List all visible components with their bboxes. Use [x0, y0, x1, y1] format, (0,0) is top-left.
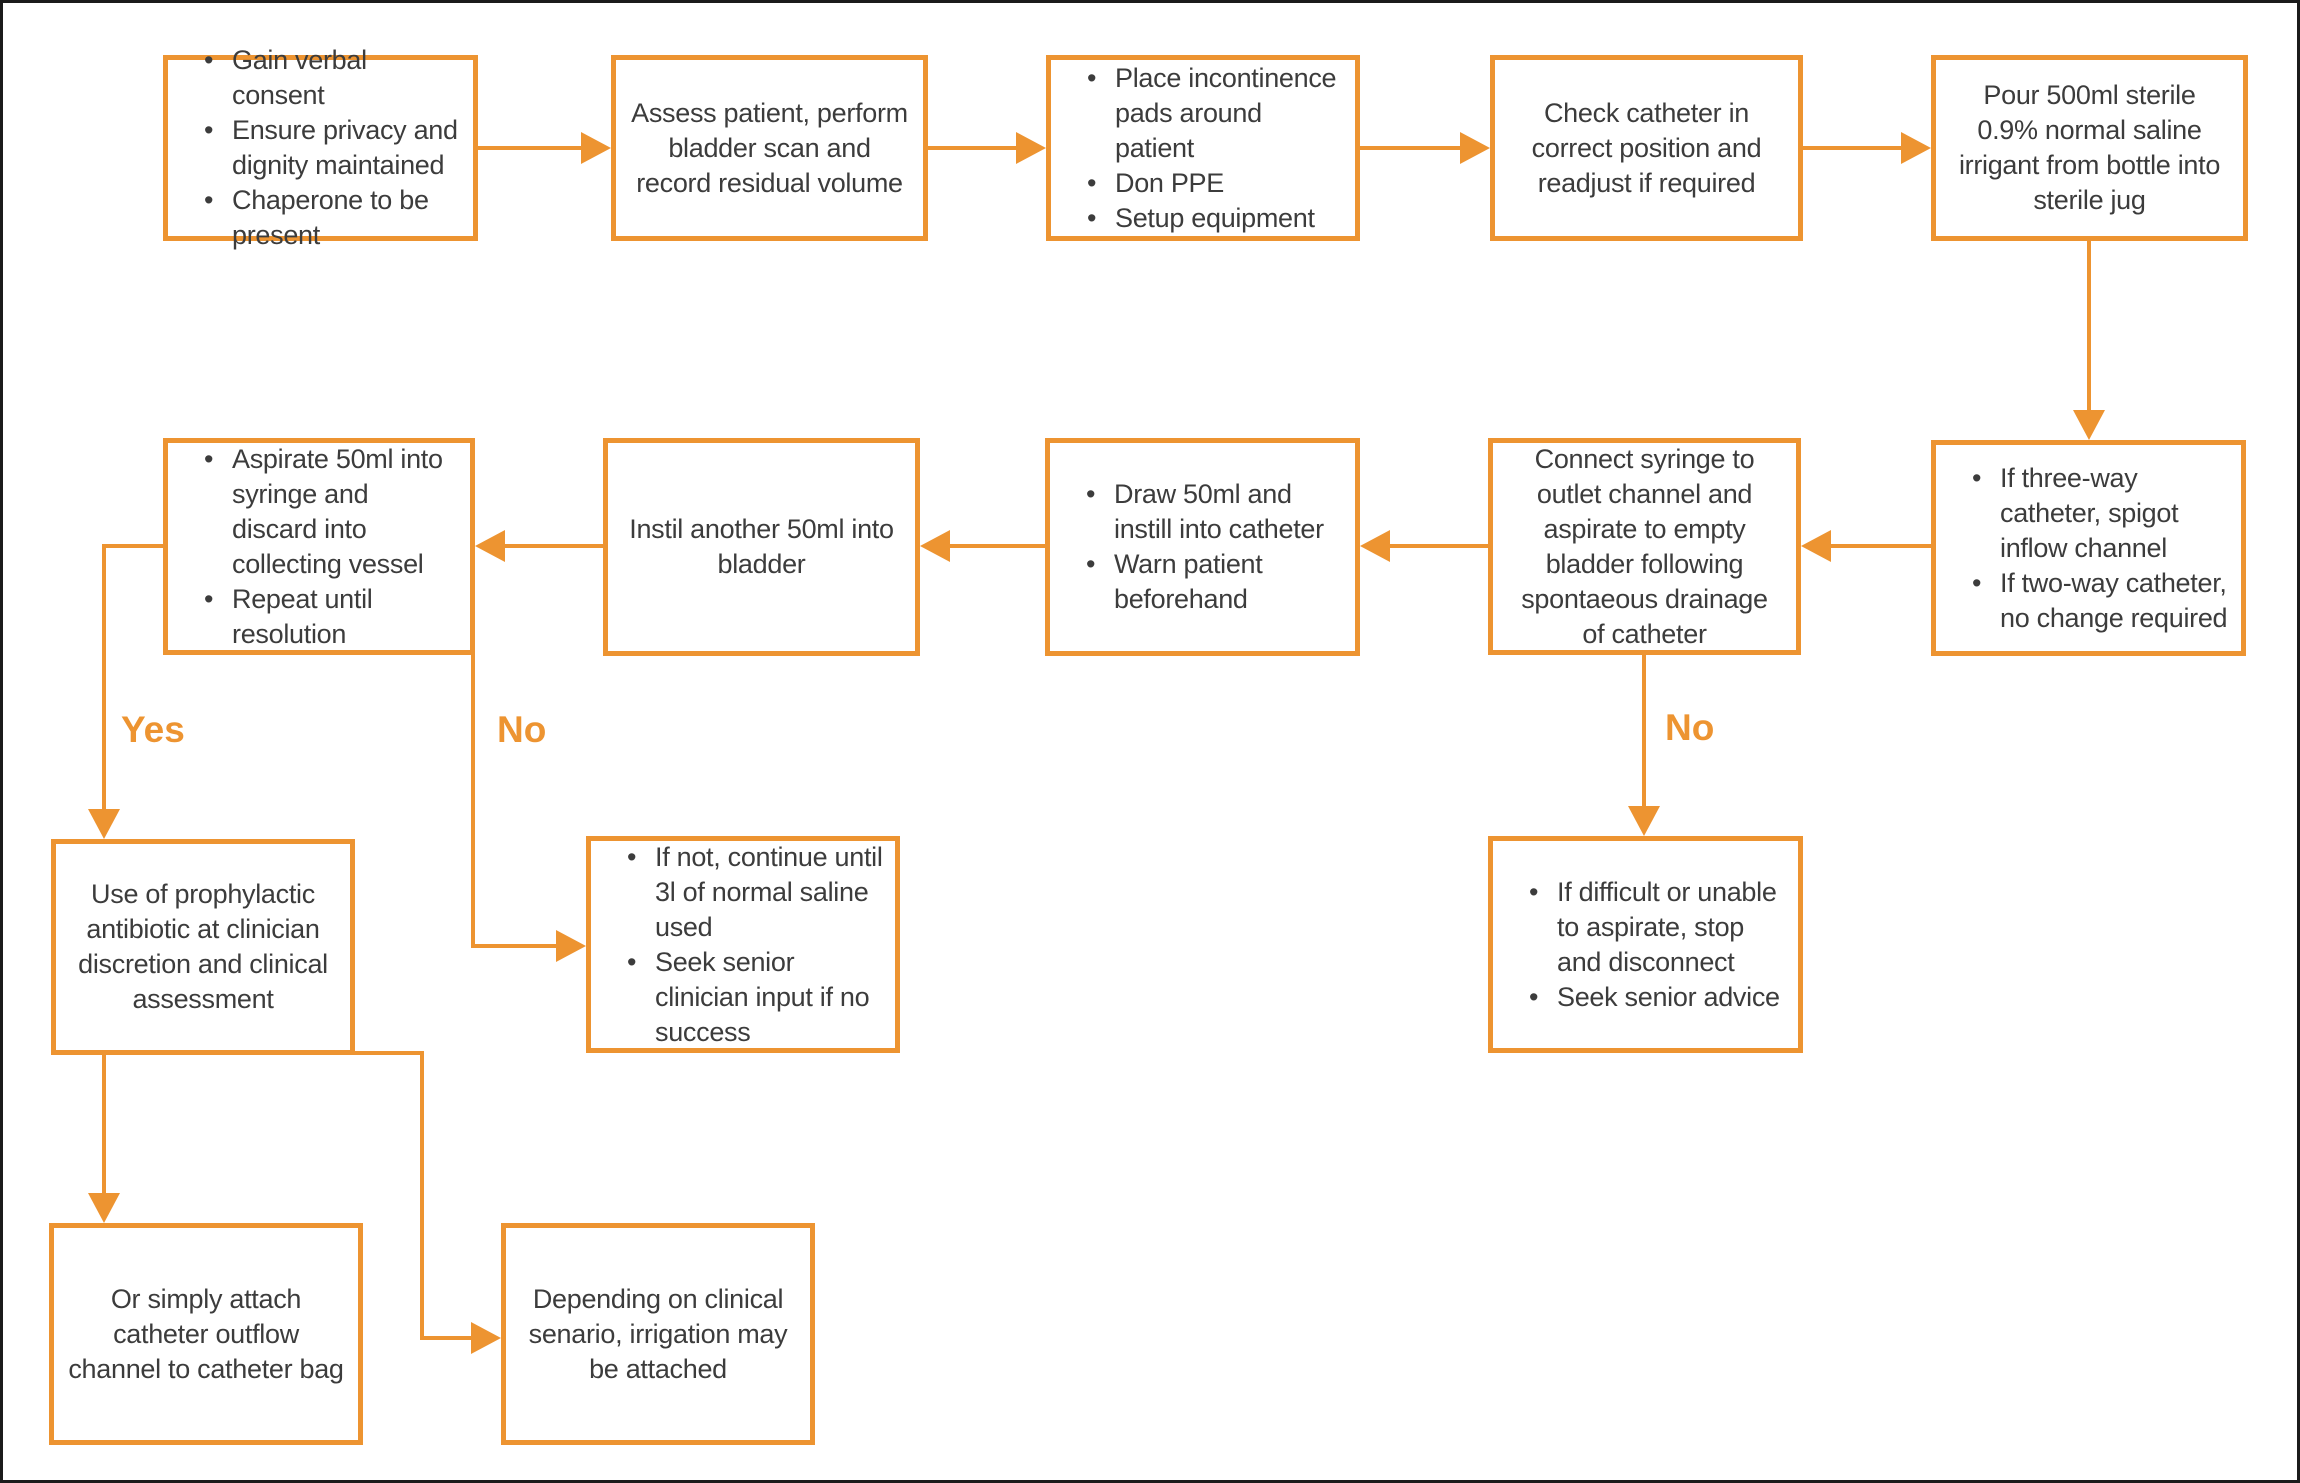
step-text: Check catheter in correct position and r… — [1531, 97, 1762, 198]
arrow-antibiotic-to-bag-head — [88, 1193, 120, 1223]
step-check-catheter-position: Check catheter in correct position and r… — [1490, 55, 1803, 241]
step-connect-syringe-aspirate: Connect syringe to outlet channel and as… — [1488, 438, 1801, 655]
step-continue-3l-seek-input: If not, continue until 3l of normal sali… — [586, 836, 900, 1053]
arrow-assess-to-pads-head — [1016, 132, 1046, 164]
bullet-item: Place incontinence pads around patient — [1077, 61, 1343, 166]
arrow-assess-to-pads-line — [928, 146, 1016, 150]
bullet-item: Chaperone to be present — [194, 183, 461, 253]
arrow-no-resolution-horizontal — [471, 944, 556, 948]
arrow-check-to-pour-line — [1803, 146, 1901, 150]
arrow-antibiotic-to-bag-line — [102, 1055, 106, 1193]
bullet-item: Seek senior advice — [1519, 980, 1786, 1015]
step-aspirate-discard-repeat: Aspirate 50ml into syringe and discard i… — [163, 438, 475, 655]
arrow-pour-to-channel-head — [2073, 410, 2105, 440]
step-text: Depending on clinical senario, irrigatio… — [528, 1283, 788, 1384]
bullet-list: If three-way catheter, spigot inflow cha… — [1936, 461, 2233, 636]
arrow-draw-to-instil-line — [950, 544, 1045, 548]
step-instil-another-50ml: Instil another 50ml into bladder — [603, 438, 920, 656]
bullet-item: Gain verbal consent — [194, 43, 461, 113]
arrow-no-resolution-vertical — [471, 651, 475, 948]
bullet-item: If two-way catheter, no change required — [1962, 566, 2229, 636]
bullet-item: Setup equipment — [1077, 201, 1343, 236]
bullet-item: If not, continue until 3l of normal sali… — [617, 840, 883, 945]
step-stop-disconnect-seek-advice: If difficult or unable to aspirate, stop… — [1488, 836, 1803, 1053]
step-text: Pour 500ml sterile 0.9% normal saline ir… — [1958, 80, 2221, 215]
step-pour-saline: Pour 500ml sterile 0.9% normal saline ir… — [1931, 55, 2248, 241]
arrow-yes-branch-head — [88, 809, 120, 839]
arrow-connect-to-draw-line — [1390, 544, 1488, 548]
bullet-list: Aspirate 50ml into syringe and discard i… — [168, 442, 462, 652]
bullet-item: Don PPE — [1077, 166, 1343, 201]
arrow-channel-to-connect-head — [1801, 530, 1831, 562]
bullet-item: Ensure privacy and dignity maintained — [194, 113, 461, 183]
arrow-connect-to-draw-head — [1360, 530, 1390, 562]
bullet-list: If not, continue until 3l of normal sali… — [591, 840, 887, 1050]
arrow-pads-to-check-head — [1460, 132, 1490, 164]
step-text: Or simply attach catheter outflow channe… — [68, 1283, 344, 1384]
decision-label-no-aspiration: No — [1665, 707, 1715, 748]
step-assess-bladder-scan: Assess patient, perform bladder scan and… — [611, 55, 928, 241]
step-irrigation-may-attach: Depending on clinical senario, irrigatio… — [501, 1223, 815, 1445]
bullet-list: If difficult or unable to aspirate, stop… — [1493, 875, 1790, 1015]
arrow-pour-to-channel-line — [2087, 241, 2091, 410]
step-text: Instil another 50ml into bladder — [629, 514, 894, 579]
bullet-list: Gain verbal consent Ensure privacy and d… — [168, 43, 465, 253]
step-attach-catheter-bag: Or simply attach catheter outflow channe… — [49, 1223, 363, 1445]
arrow-no-aspiration-vertical — [1642, 655, 1646, 806]
step-prepare-pads-ppe: Place incontinence pads around patient D… — [1046, 55, 1360, 241]
bullet-list: Draw 50ml and instill into catheter Warn… — [1050, 477, 1347, 617]
arrow-draw-to-instil-head — [920, 530, 950, 562]
step-text: Use of prophylactic antibiotic at clinic… — [78, 879, 328, 1014]
arrow-consent-to-assess-head — [581, 132, 611, 164]
arrow-consent-to-assess-line — [478, 146, 581, 150]
bullet-item: If three-way catheter, spigot inflow cha… — [1962, 461, 2229, 566]
arrow-no-resolution-head — [556, 930, 586, 962]
bullet-item: Repeat until resolution — [194, 582, 458, 652]
bullet-item: Draw 50ml and instill into catheter — [1076, 477, 1343, 547]
arrow-instil-to-aspirate-line — [505, 544, 603, 548]
arrow-no-aspiration-head — [1628, 806, 1660, 836]
step-prophylactic-antibiotic: Use of prophylactic antibiotic at clinic… — [51, 839, 355, 1055]
arrow-check-to-pour-head — [1901, 132, 1931, 164]
arrow-channel-to-connect-line — [1831, 544, 1931, 548]
arrow-antibiotic-to-irrigation-top — [350, 1051, 424, 1055]
step-catheter-channel-setup: If three-way catheter, spigot inflow cha… — [1931, 440, 2246, 656]
decision-label-no-resolution: No — [497, 709, 547, 750]
arrow-antibiotic-to-irrigation-vertical — [420, 1051, 424, 1340]
bullet-item: If difficult or unable to aspirate, stop… — [1519, 875, 1786, 980]
step-consent-and-privacy: Gain verbal consent Ensure privacy and d… — [163, 43, 478, 250]
arrow-instil-to-aspirate-head — [475, 530, 505, 562]
step-text: Assess patient, perform bladder scan and… — [631, 97, 908, 198]
arrow-yes-branch-vertical — [102, 544, 106, 809]
bullet-list: Place incontinence pads around patient D… — [1051, 61, 1347, 236]
arrow-yes-branch-horizontal — [102, 544, 163, 548]
arrow-antibiotic-to-irrigation-head — [471, 1322, 501, 1354]
bullet-item: Aspirate 50ml into syringe and discard i… — [194, 442, 458, 582]
arrow-pads-to-check-line — [1360, 146, 1460, 150]
step-draw-instill-50ml: Draw 50ml and instill into catheter Warn… — [1045, 438, 1360, 656]
step-text: Connect syringe to outlet channel and as… — [1521, 443, 1768, 649]
arrow-antibiotic-to-irrigation-bottom — [420, 1336, 471, 1340]
bullet-item: Warn patient beforehand — [1076, 547, 1343, 617]
decision-label-yes: Yes — [121, 709, 185, 750]
bullet-item: Seek senior clinician input if no succes… — [617, 945, 883, 1050]
